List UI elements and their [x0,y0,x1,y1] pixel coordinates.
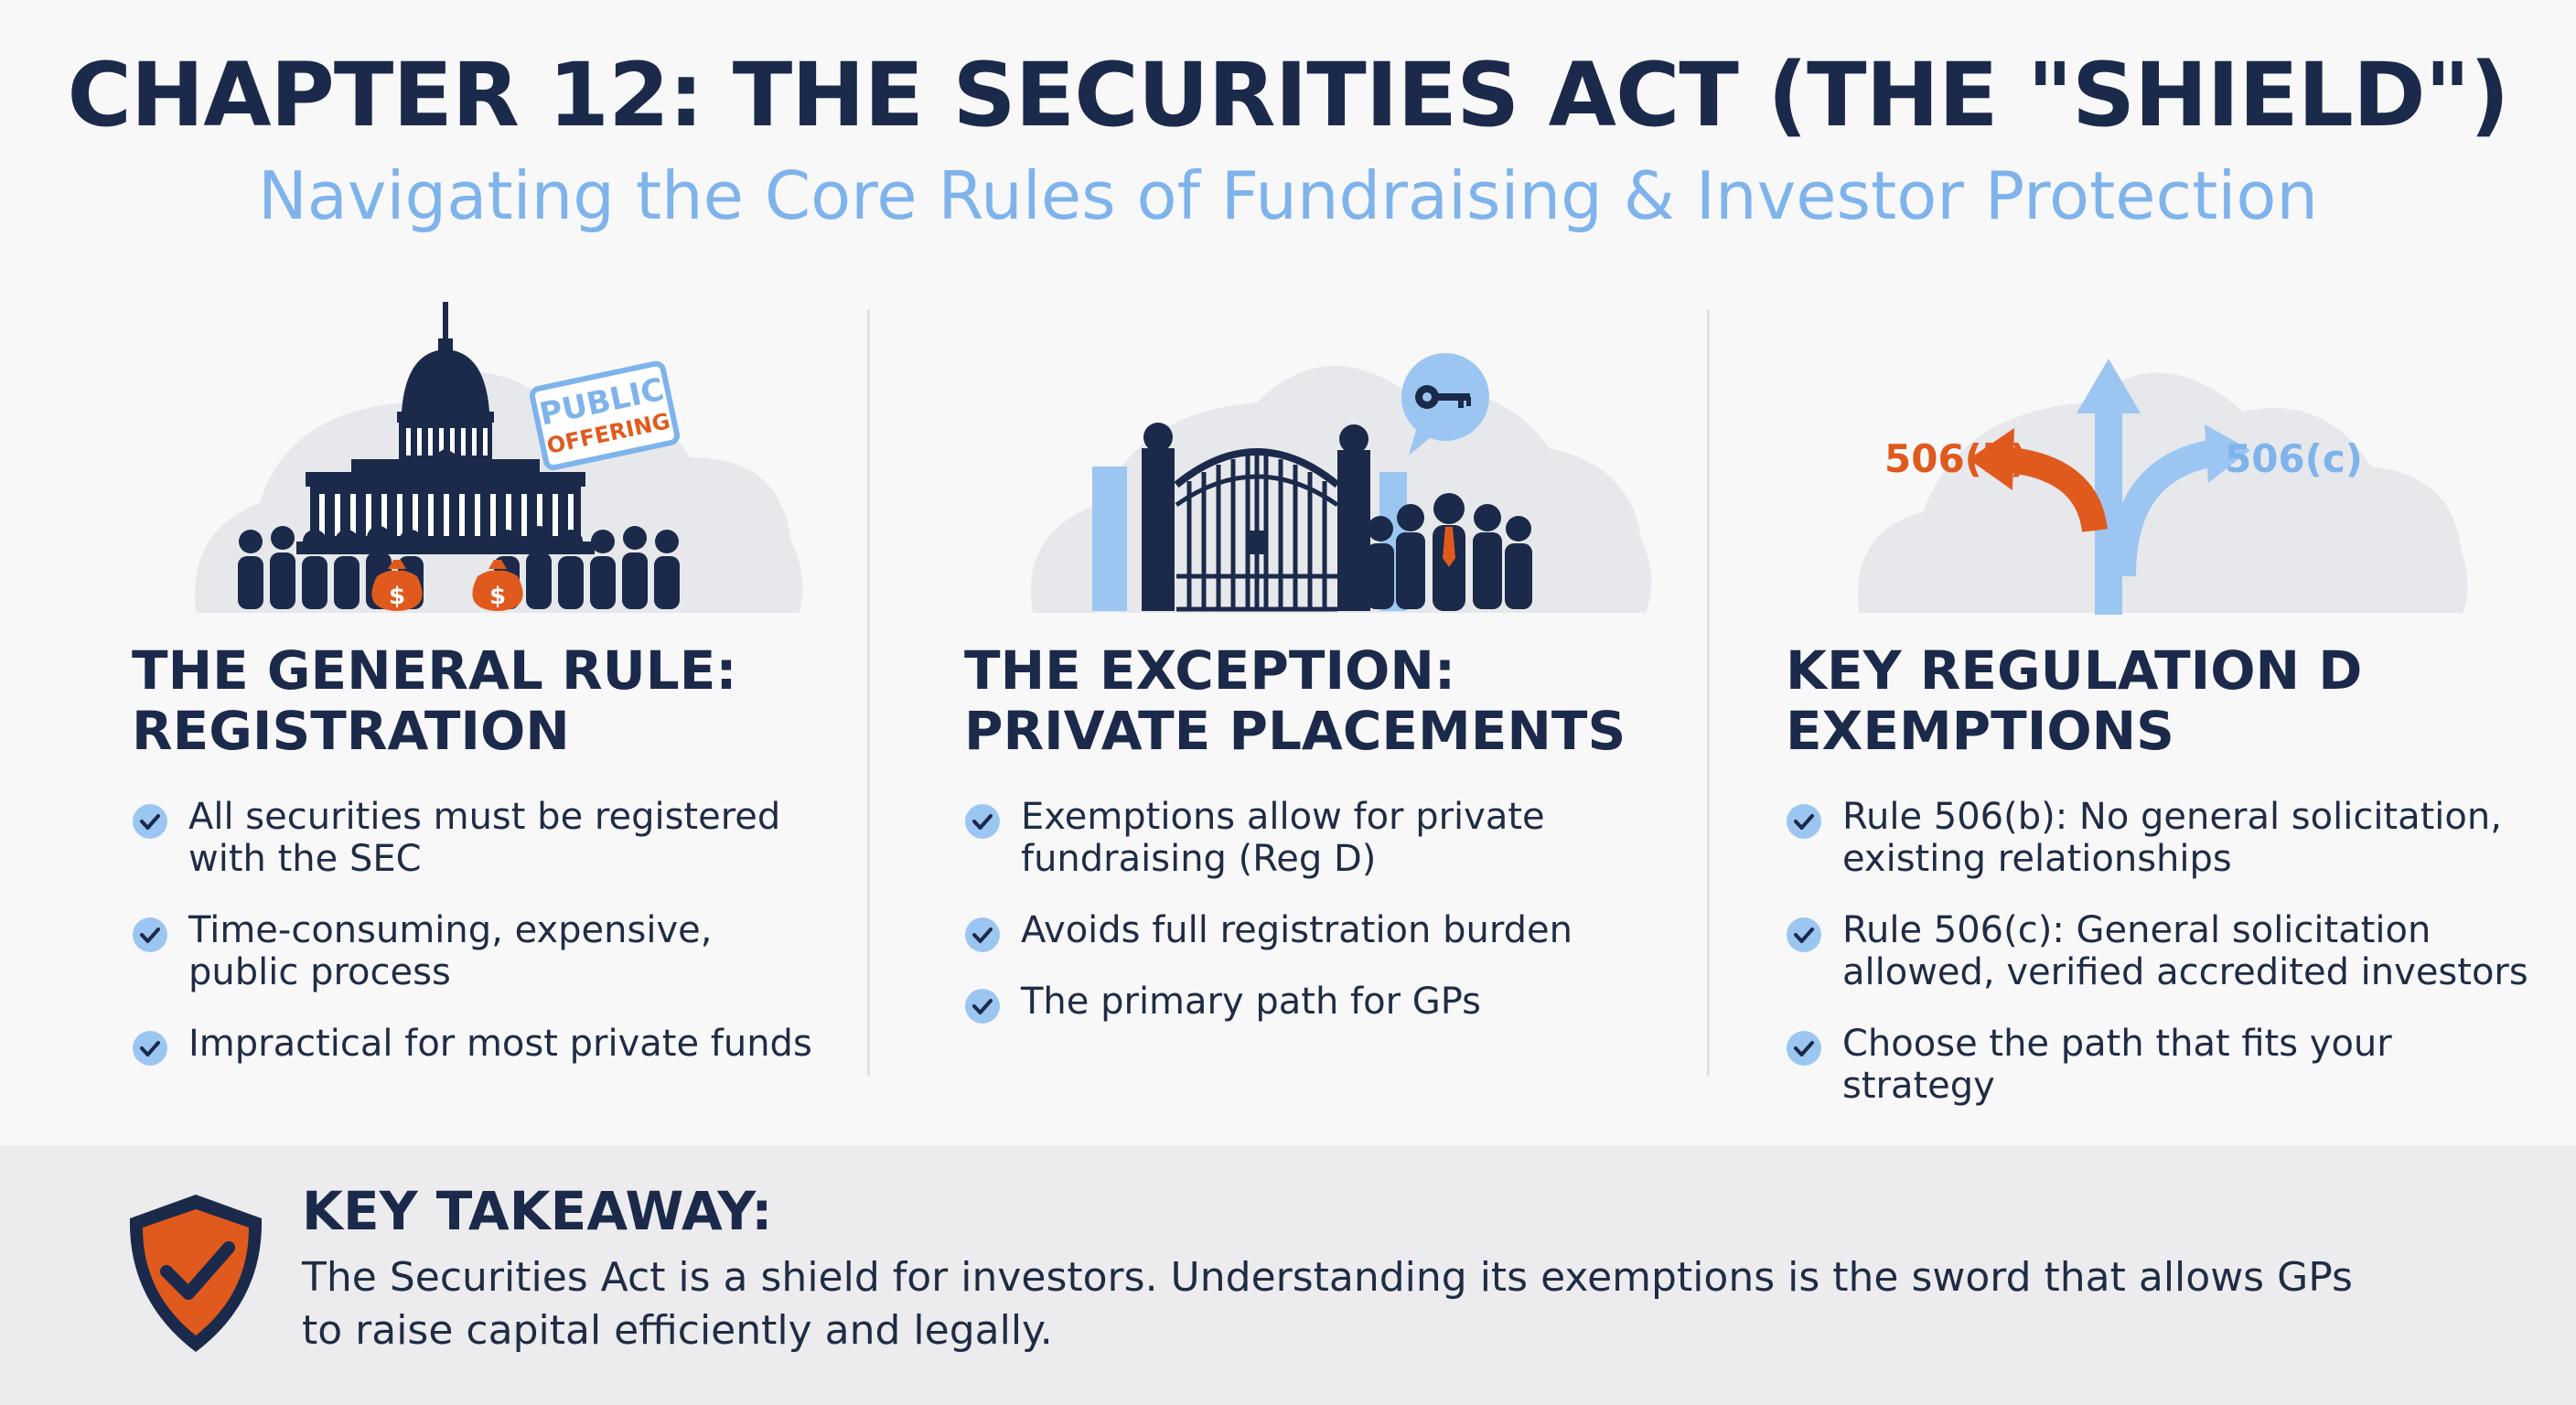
column-heading: THE GENERAL RULE: REGISTRATION [132,639,737,762]
page-subtitle: Navigating the Core Rules of Fundraising… [257,157,2319,234]
locked-gate-icon [1030,353,1652,613]
money-bag-icon: $ [472,560,523,611]
check-circle-icon [133,804,167,839]
svg-text:$: $ [489,583,506,610]
column-private-placements: THE EXCEPTION: PRIVATE PLACEMENTS Exempt… [964,302,1714,1125]
key-icon [1401,353,1489,456]
svg-text:$: $ [389,583,405,610]
takeaway-title: KEY TAKEAWAY: [302,1180,773,1242]
bullet-list: All securities must be registered with t… [132,796,882,1094]
fork-arrows-icon: 506(b) 506(c) [1857,359,2468,615]
list-item: Choose the path that fits your strategy [1786,1023,2536,1107]
list-item: Impractical for most private funds [132,1023,882,1066]
column-divider [867,309,870,1076]
column-reg-d-exemptions: 506(b) 506(c) KEY REGULATION D EXEMPTION… [1786,302,2536,1125]
column-heading: KEY REGULATION D EXEMPTIONS [1786,639,2363,762]
list-item: The primary path for GPs [964,981,1714,1024]
list-item: Exemptions allow for private fundraising… [964,796,1714,880]
check-circle-icon [1787,804,1821,839]
check-circle-icon [965,804,1000,839]
capitol-building-icon: $ $ PUBLIC OFFERING [194,302,803,613]
bullet-list: Rule 506(b): No general solicitation, ex… [1786,796,2536,1136]
check-circle-icon [965,917,1000,952]
list-item: Time-consuming, expensive, public proces… [132,909,882,993]
money-bag-icon: $ [371,560,423,611]
page-title: CHAPTER 12: THE SECURITIES ACT (THE "SHI… [67,44,2509,146]
column-registration: $ $ PUBLIC OFFERING THE GENERAL RULE: RE… [132,302,882,1125]
check-circle-icon [965,989,1000,1024]
list-item: Avoids full registration burden [964,909,1714,952]
label-506b: 506(b) [1884,436,2027,481]
check-circle-icon [1787,917,1821,952]
shield-check-icon [129,1195,263,1352]
check-circle-icon [1787,1031,1821,1066]
list-item: Rule 506(c): General solicitation allowe… [1786,909,2536,993]
column-divider [1707,309,1710,1076]
takeaway-band [0,1145,2576,1405]
check-circle-icon [133,917,167,952]
label-506c: 506(c) [2225,436,2363,481]
column-heading: THE EXCEPTION: PRIVATE PLACEMENTS [964,639,1626,762]
bullet-list: Exemptions allow for private fundraising… [964,796,1714,1052]
list-item: All securities must be registered with t… [132,796,882,880]
list-item: Rule 506(b): No general solicitation, ex… [1786,796,2536,880]
check-circle-icon [133,1031,167,1066]
takeaway-text: The Securities Act is a shield for inves… [302,1254,2353,1354]
